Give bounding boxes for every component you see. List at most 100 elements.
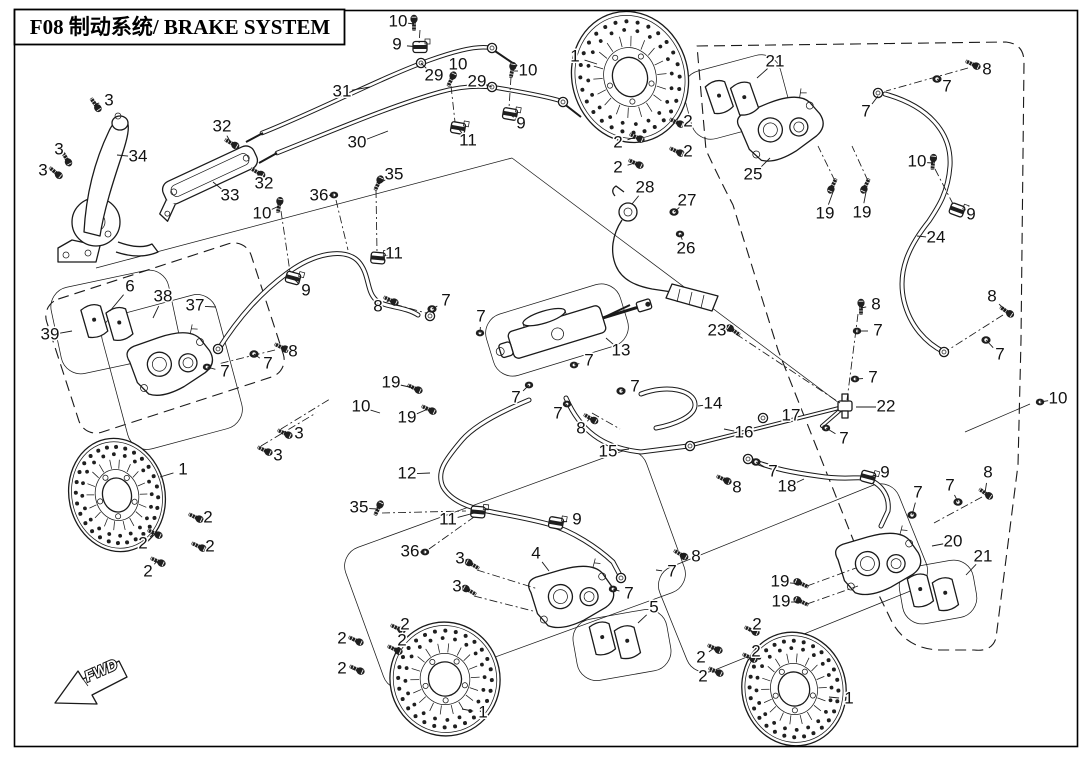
bolt-icon xyxy=(965,59,981,70)
callout-label: 10 xyxy=(1049,388,1068,407)
bolt-icon xyxy=(348,635,364,646)
assembly-axis xyxy=(450,85,456,123)
callout-label: 2 xyxy=(698,666,707,685)
assembly-axis xyxy=(418,29,421,45)
callout-label: 7 xyxy=(868,367,877,386)
bolt-icon xyxy=(407,383,423,394)
leader-line xyxy=(351,86,371,91)
callout-label: 8 xyxy=(987,286,996,305)
callout-label: 10 xyxy=(908,151,927,170)
fitting-ring xyxy=(941,349,947,355)
callout-label: 2 xyxy=(143,561,152,580)
callout-label: 9 xyxy=(572,509,581,528)
callout-label: 7 xyxy=(511,387,520,406)
brake-hose xyxy=(439,398,623,579)
brake-cable xyxy=(275,85,563,155)
assembly-axis xyxy=(375,189,378,253)
leader-line xyxy=(673,207,680,213)
brake-caliper xyxy=(835,525,922,596)
leader-line xyxy=(450,73,454,79)
callout-label: 15 xyxy=(599,441,618,460)
callout-label: 32 xyxy=(213,116,232,135)
cable-rod xyxy=(245,132,264,143)
brake-pads xyxy=(906,573,960,612)
callout-label: 7 xyxy=(584,350,593,369)
leader-line xyxy=(627,162,636,166)
brake-hose xyxy=(216,252,420,352)
callout-label: 19 xyxy=(382,372,401,391)
bolt-icon xyxy=(742,652,758,663)
brake-hose xyxy=(638,386,698,431)
leader-line xyxy=(655,569,663,572)
leader-line xyxy=(871,95,879,105)
callout-label: 8 xyxy=(871,294,880,313)
callout-label: 11 xyxy=(459,130,477,149)
page-title: F08 制动系统/ BRAKE SYSTEM xyxy=(30,15,331,39)
fitting-ring xyxy=(760,415,766,421)
callout-label: 7 xyxy=(768,461,777,480)
callout-label: 19 xyxy=(771,571,790,590)
callout-label: 1 xyxy=(478,702,487,721)
brake-pedal xyxy=(611,185,719,312)
bolt-icon xyxy=(583,413,599,425)
callout-label: 10 xyxy=(389,11,408,30)
leader-line xyxy=(825,427,836,435)
leader-line xyxy=(984,482,987,494)
leader-line xyxy=(795,478,805,484)
callout-label: 2 xyxy=(203,507,212,526)
callout-label: 26 xyxy=(677,238,696,257)
callout-label: 7 xyxy=(873,320,882,339)
bolt-icon xyxy=(509,61,517,79)
callout-label: 3 xyxy=(54,139,63,158)
callout-label: 1 xyxy=(844,688,853,707)
callout-label: 19 xyxy=(398,407,417,426)
callout-label: 7 xyxy=(945,475,954,494)
hose-clamp xyxy=(449,120,470,135)
bolt-icon xyxy=(410,14,418,31)
callout-label: 10 xyxy=(352,396,371,415)
part-group-outline xyxy=(898,559,978,625)
fitting-ring xyxy=(424,310,436,322)
part-group-outline xyxy=(658,483,928,673)
bolt-icon xyxy=(373,175,384,191)
leader-line xyxy=(461,708,474,712)
brake-hose xyxy=(639,387,697,430)
part-group-outline xyxy=(50,269,180,375)
assembly-axis xyxy=(851,145,869,182)
bolt-icon xyxy=(669,146,685,157)
bolt-icon xyxy=(629,132,645,143)
bolt-icon xyxy=(191,541,207,552)
callout-label: 3 xyxy=(294,423,303,442)
bolt-icon xyxy=(421,404,437,415)
callout-label: 2 xyxy=(138,533,147,552)
leader-line xyxy=(759,157,771,169)
leader-line xyxy=(555,520,568,524)
part-group-outline xyxy=(101,294,243,450)
leader-line xyxy=(94,102,100,105)
brake-disc xyxy=(67,437,167,553)
brake-hose xyxy=(215,251,421,353)
leader-line xyxy=(860,306,867,309)
leader-line xyxy=(965,563,977,576)
tee-fitting xyxy=(837,393,853,419)
leader-line xyxy=(206,366,216,370)
callout-label: 27 xyxy=(678,190,697,209)
callout-label: 7 xyxy=(839,428,848,447)
dashed-region xyxy=(45,242,285,434)
leader-line xyxy=(679,233,683,240)
callout-label: 6 xyxy=(125,276,134,295)
callout-label: 10 xyxy=(449,54,468,73)
title-box-frame xyxy=(13,8,346,46)
assembly-axis xyxy=(735,333,841,404)
leader-line xyxy=(637,614,648,624)
leader-line xyxy=(605,337,614,345)
brake-pads xyxy=(704,79,760,116)
callout-label: 18 xyxy=(778,476,797,495)
brake-hose xyxy=(882,91,953,355)
callout-label: 7 xyxy=(441,290,450,309)
title-box: F08 制动系统/ BRAKE SYSTEM xyxy=(13,8,346,46)
callout-label: 35 xyxy=(385,164,404,183)
callout-label: 7 xyxy=(861,101,870,120)
leader-line xyxy=(109,294,124,312)
